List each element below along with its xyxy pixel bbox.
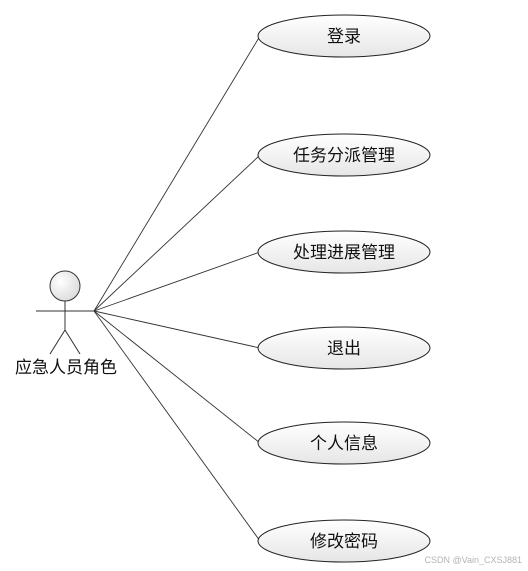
use-case-task-assign[interactable]: 任务分派管理 — [257, 133, 431, 177]
use-case-change-password[interactable]: 修改密码 — [257, 519, 431, 563]
use-case-ellipse — [257, 421, 431, 465]
actor-figure — [36, 270, 94, 355]
association-line-logout — [93, 310, 261, 349]
use-case-ellipse — [257, 133, 431, 177]
association-line-progress — [93, 251, 261, 312]
association-line-task-assign — [93, 154, 261, 312]
actor-left-leg — [49, 329, 66, 355]
association-line-personal-info — [93, 310, 261, 444]
use-case-label: 修改密码 — [310, 532, 378, 552]
use-case-label: 登录 — [327, 27, 361, 47]
use-case-label: 任务分派管理 — [293, 146, 395, 166]
use-case-logout[interactable]: 退出 — [257, 326, 431, 370]
association-line-change-password — [93, 310, 261, 542]
use-case-ellipse — [257, 230, 431, 274]
use-case-progress[interactable]: 处理进展管理 — [257, 230, 431, 274]
use-case-ellipse — [257, 519, 431, 563]
use-case-personal-info[interactable]: 个人信息 — [257, 421, 431, 465]
watermark: CSDN @Vain_CXSJ881 — [424, 555, 522, 565]
actor-label: 应急人员角色 — [15, 358, 117, 378]
actor-right-leg — [64, 329, 81, 355]
use-case-label: 处理进展管理 — [293, 243, 395, 263]
use-case-label: 个人信息 — [310, 434, 378, 454]
use-case-label: 退出 — [327, 339, 361, 359]
use-case-ellipse — [257, 326, 431, 370]
use-case-login[interactable]: 登录 — [257, 14, 431, 58]
association-lines — [93, 35, 261, 542]
actor-head — [49, 270, 81, 302]
use-case-ellipse — [257, 14, 431, 58]
association-line-login — [93, 35, 261, 312]
